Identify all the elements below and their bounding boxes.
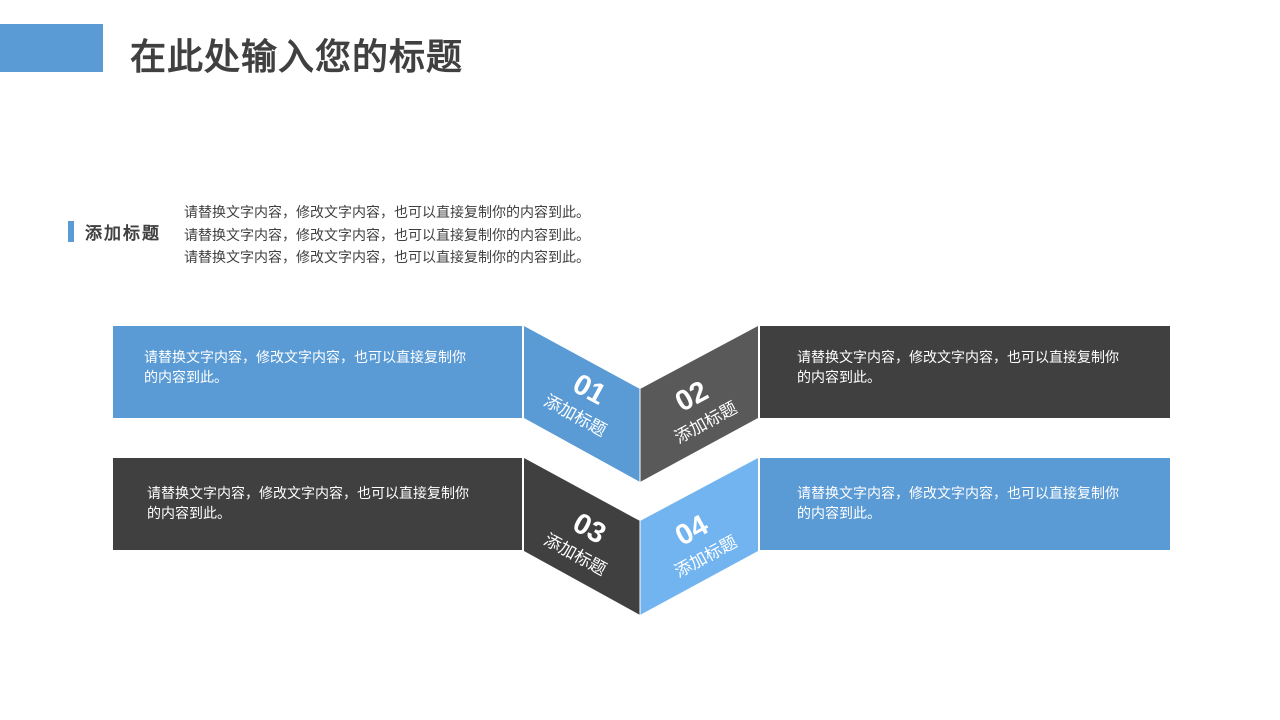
intro-line: 请替换文字内容，修改文字内容，也可以直接复制你的内容到此。 (184, 205, 590, 221)
step-4-panel: 请替换文字内容，修改文字内容，也可以直接复制你的内容到此。 (760, 458, 1170, 550)
step-1-text: 请替换文字内容，修改文字内容，也可以直接复制你的内容到此。 (144, 350, 466, 386)
step-2-text: 请替换文字内容，修改文字内容，也可以直接复制你的内容到此。 (797, 350, 1119, 386)
step-4-chevron (640, 458, 758, 615)
intro-line: 请替换文字内容，修改文字内容，也可以直接复制你的内容到此。 (184, 227, 590, 244)
section-subtitle: 添加标题 (85, 224, 161, 244)
step-2-panel: 请替换文字内容，修改文字内容，也可以直接复制你的内容到此。 (760, 326, 1170, 418)
step-3-chevron (524, 458, 640, 615)
intro-line: 请替换文字内容，修改文字内容，也可以直接复制你的内容到此。 (184, 250, 590, 266)
step-3-panel: 请替换文字内容，修改文字内容，也可以直接复制你的内容到此。 (113, 458, 522, 550)
step-3-text: 请替换文字内容，修改文字内容，也可以直接复制你的内容到此。 (147, 486, 469, 522)
title-accent-bar (0, 24, 103, 72)
subtitle-accent-bar (68, 221, 74, 242)
step-1-panel: 请替换文字内容，修改文字内容，也可以直接复制你的内容到此。 (113, 326, 522, 418)
step-1-chevron (524, 326, 640, 482)
step-2-chevron (640, 326, 758, 482)
page-title: 在此处输入您的标题 (130, 37, 464, 78)
intro-description: 请替换文字内容，修改文字内容，也可以直接复制你的内容到此。 请替换文字内容，修改… (184, 202, 590, 270)
step-4-text: 请替换文字内容，修改文字内容，也可以直接复制你的内容到此。 (797, 486, 1119, 522)
